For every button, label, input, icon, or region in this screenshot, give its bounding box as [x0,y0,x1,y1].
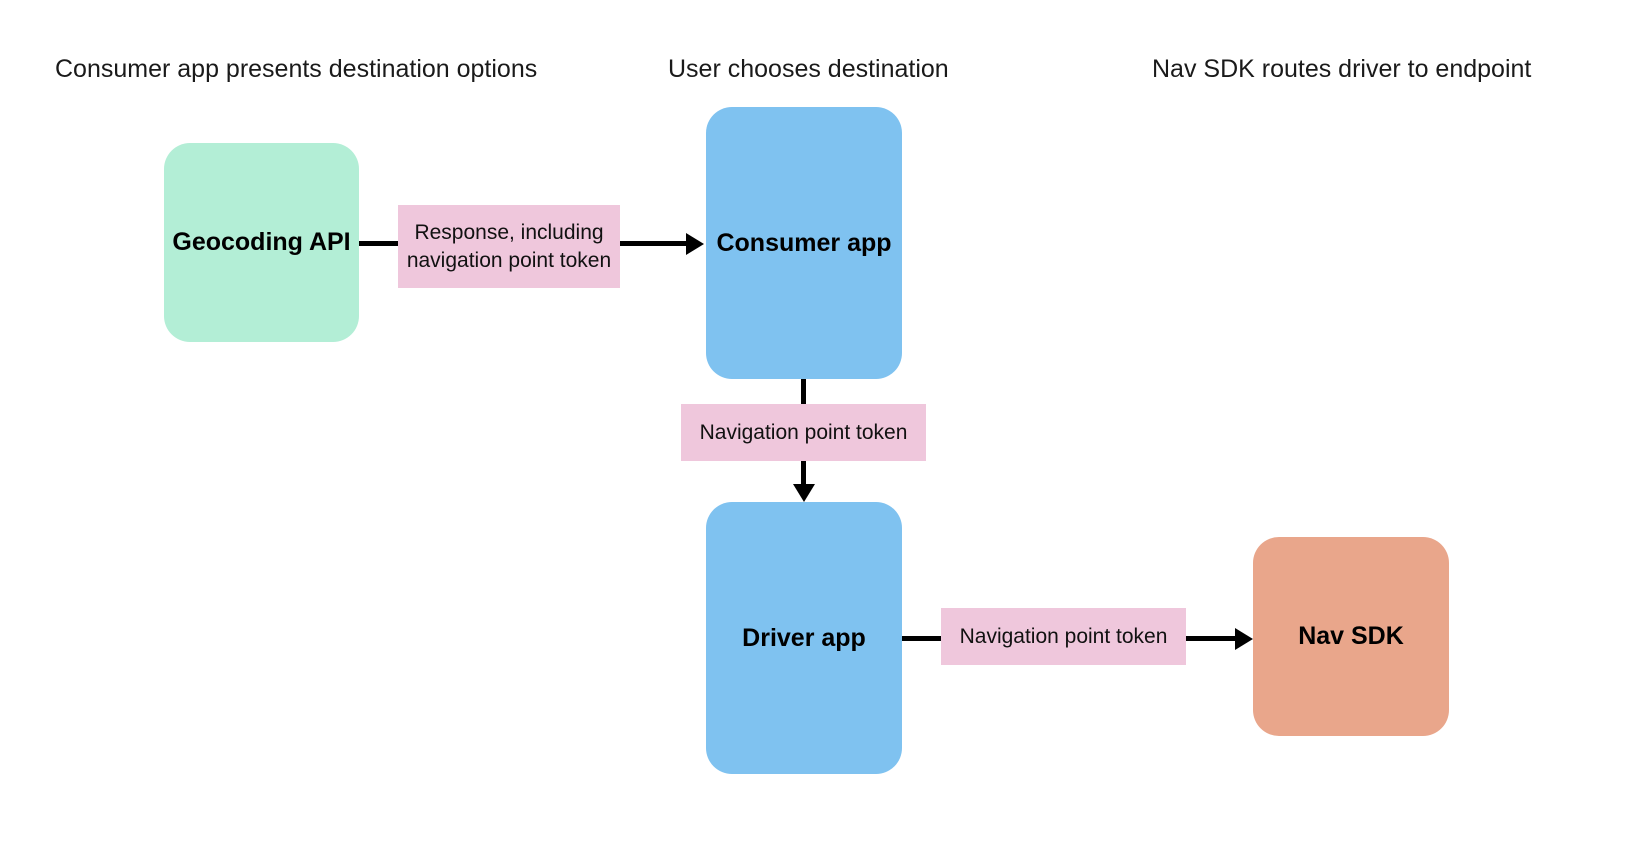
node-nav-sdk-label: Nav SDK [1298,622,1404,651]
edge-label-navigation-point-token-consumer-driver: Navigation point token [681,404,926,461]
edge-geocoding-to-response-label [359,241,401,246]
edge-navtoken-label-to-driver-app [801,461,806,493]
edge-label-navigation-point-token-driver-navsdk: Navigation point token [941,608,1186,665]
edge-label-navtoken-2-text: Navigation point token [959,624,1168,648]
edge-consumer-app-to-navtoken-label [801,379,806,407]
column-header-consumer-app-presents: Consumer app presents destination option… [55,55,538,83]
edge-driver-app-to-navtoken-label [902,636,944,641]
node-geocoding-api-label: Geocoding API [172,228,351,257]
arrowhead-to-nav-sdk [1235,628,1253,650]
node-geocoding-api[interactable]: Geocoding API [164,143,359,342]
edge-response-label-to-consumer-app [620,241,686,246]
node-nav-sdk[interactable]: Nav SDK [1253,537,1449,736]
arrowhead-to-driver-app [793,484,815,502]
edge-navtoken-label-to-nav-sdk [1185,636,1235,641]
node-driver-app-label: Driver app [742,623,866,652]
column-header-user-chooses: User chooses destination [668,55,949,83]
arrowhead-to-consumer-app [686,233,704,255]
edge-label-response-text: Response, including navigation point tok… [406,221,612,272]
node-driver-app[interactable]: Driver app [706,502,902,774]
edge-label-navtoken-1-text: Navigation point token [699,420,908,444]
node-consumer-app[interactable]: Consumer app [706,107,902,379]
edge-label-response-including-navigation-point-token: Response, including navigation point tok… [398,205,620,288]
node-consumer-app-label: Consumer app [716,228,892,257]
column-header-nav-sdk-routes: Nav SDK routes driver to endpoint [1152,55,1532,83]
